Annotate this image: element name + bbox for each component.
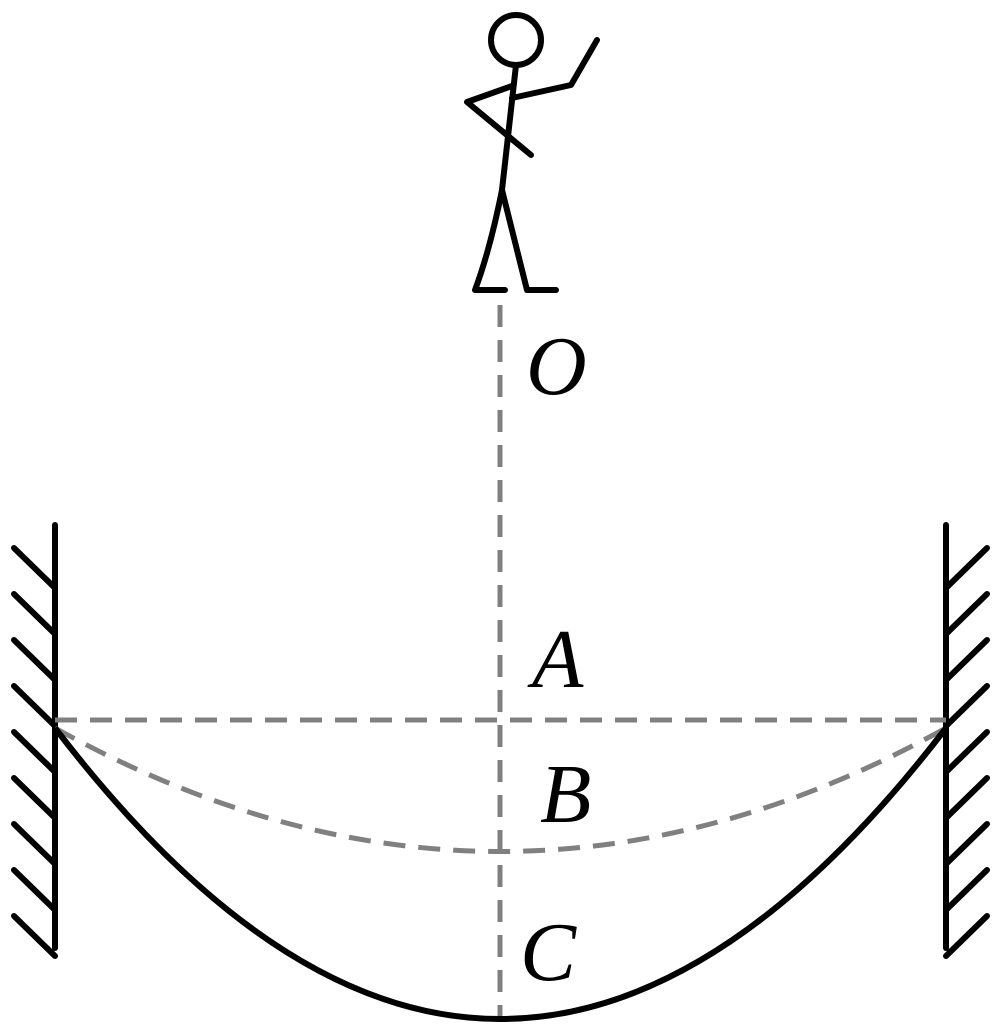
hatch-mark <box>11 591 58 637</box>
label-c: C <box>520 906 577 999</box>
left-wall-hatching <box>11 545 58 959</box>
hatch-mark <box>11 637 58 683</box>
hatch-mark <box>943 683 990 729</box>
label-b: B <box>540 748 591 841</box>
dashed-curve-b <box>53 725 948 854</box>
left-wall <box>11 522 58 959</box>
hatch-mark <box>943 821 990 867</box>
hatch-mark <box>11 729 58 775</box>
stick-figure-icon <box>464 12 600 293</box>
hatch-mark <box>943 545 990 591</box>
figure-left-leg <box>472 187 508 293</box>
hatch-mark <box>11 545 58 591</box>
hatch-mark <box>11 867 58 913</box>
right-wall-hatching <box>943 545 990 959</box>
hatch-mark <box>943 591 990 637</box>
hatch-mark <box>11 913 58 959</box>
hatch-mark <box>943 775 990 821</box>
right-wall <box>943 522 990 959</box>
hatch-mark <box>11 775 58 821</box>
figure-left-arm <box>464 83 534 158</box>
hatch-mark <box>11 821 58 867</box>
figure-right-arm <box>509 37 600 101</box>
hatch-mark <box>943 637 990 683</box>
hatch-mark <box>943 913 990 959</box>
figure-right-leg <box>499 187 559 293</box>
hatch-mark <box>943 729 990 775</box>
label-o: O <box>526 320 587 413</box>
label-a: A <box>527 613 584 706</box>
solid-curve-c <box>52 726 949 1022</box>
hatch-mark <box>943 867 990 913</box>
figure-head <box>488 12 544 68</box>
hatch-mark <box>11 683 58 729</box>
